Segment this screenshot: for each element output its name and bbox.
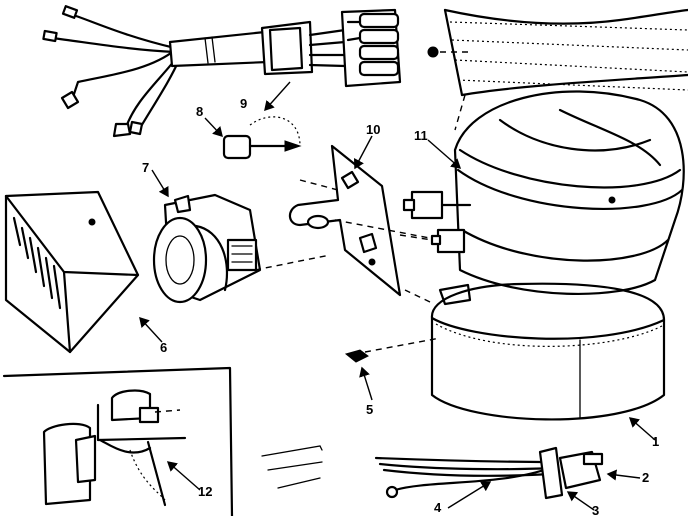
callout-7: 7: [142, 160, 149, 175]
leader-7: [151, 169, 169, 198]
callout-11: 11: [414, 128, 428, 143]
leader-3: [566, 491, 595, 511]
callout-9: 9: [240, 96, 247, 111]
screw-part-5: [344, 337, 441, 363]
leader-11: [427, 139, 462, 169]
callout-12: 12: [198, 484, 212, 499]
leader-2: [606, 469, 641, 481]
cord-assembly-parts-2-3-4: [374, 446, 604, 500]
leader-8: [204, 117, 223, 138]
callout-10: 10: [366, 122, 380, 137]
cover-box-part-6: [4, 190, 140, 354]
leader-4: [447, 481, 492, 509]
faint-mark: [261, 445, 323, 489]
callout-5: 5: [366, 402, 373, 417]
callout-2: 2: [642, 470, 649, 485]
leader-10: [353, 135, 373, 170]
leader-6: [139, 316, 163, 343]
switch-part-8: [222, 116, 302, 160]
leader-9: [264, 81, 291, 112]
leader-1: [628, 417, 656, 441]
dome-housing-part-11: [399, 90, 685, 296]
motor-part-7: [152, 193, 331, 304]
callout-4: 4: [434, 500, 442, 515]
inset-detail-part-12: [2, 366, 234, 516]
callout-1: 1: [652, 434, 659, 449]
leader-5: [359, 366, 373, 401]
callout-3: 3: [592, 503, 599, 516]
lower-band-part-1: [404, 282, 666, 421]
upper-housing-part: [427, 8, 688, 131]
leader-12: [166, 461, 201, 491]
wiring-harness-part-9: [42, 5, 402, 138]
mounting-bracket-part-10: [288, 144, 441, 297]
callout-8: 8: [196, 104, 203, 119]
callout-6: 6: [160, 340, 167, 355]
